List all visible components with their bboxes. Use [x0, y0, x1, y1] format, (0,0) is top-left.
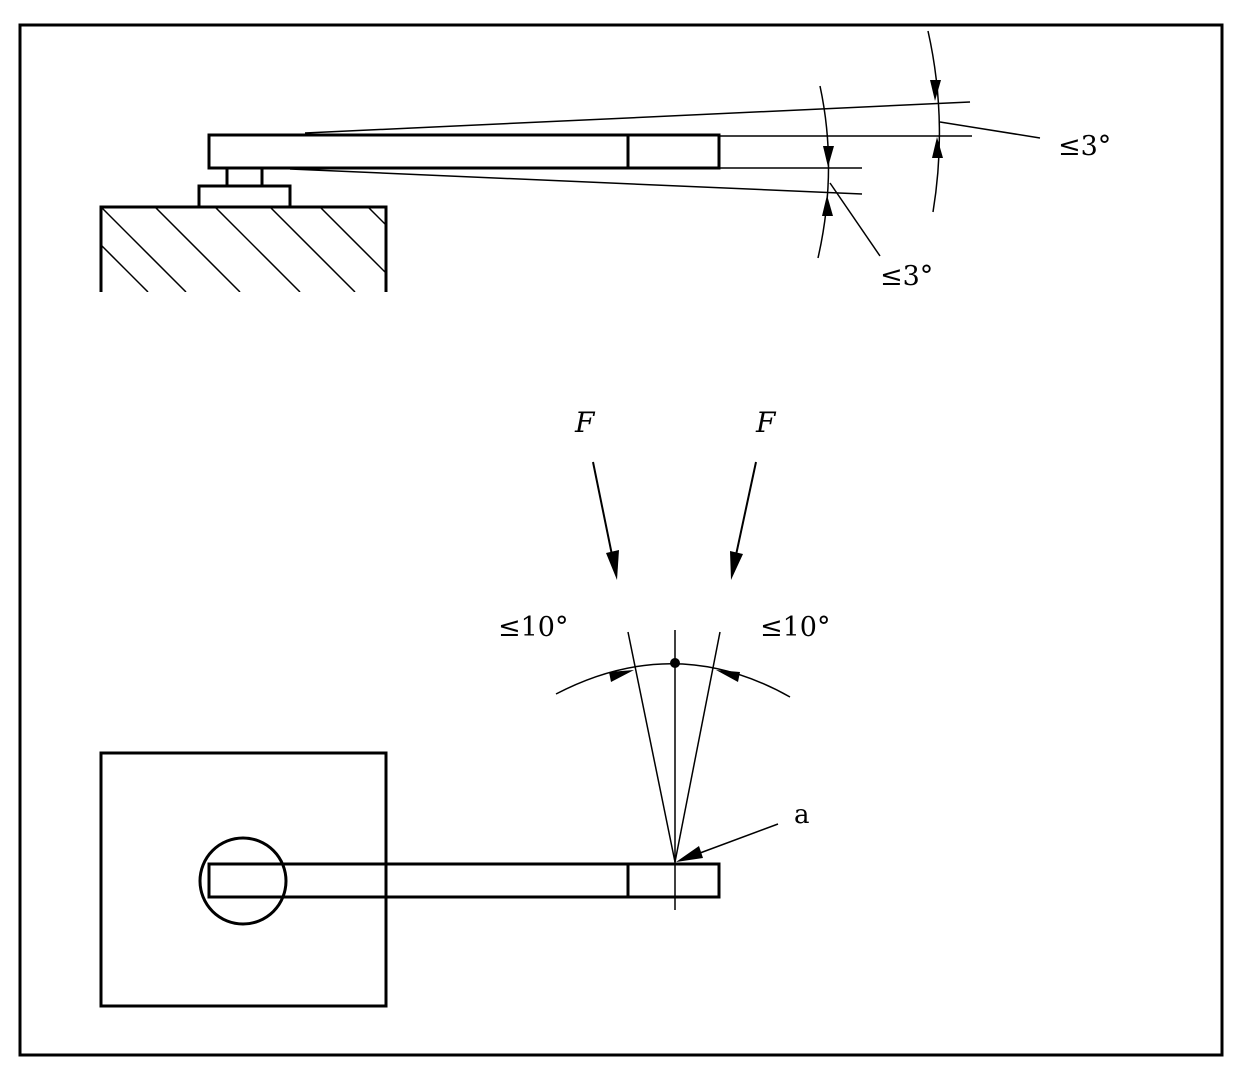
tilt-outer-label: ≤3° [1058, 131, 1111, 162]
point-a-label: a [794, 800, 810, 830]
force-left-label: F [574, 406, 596, 439]
base-hatching [101, 207, 386, 292]
support-plate [197, 184, 292, 209]
force-right-label: F [755, 406, 777, 439]
angle-right-label: ≤10° [760, 612, 830, 643]
angle-arc [555, 663, 791, 698]
lever-bar-side [207, 133, 721, 170]
angle-left-label: ≤10° [498, 612, 568, 643]
support-post [225, 166, 264, 188]
figure-frame [18, 23, 1224, 1057]
side-view: ≤3° ≤3° [99, 30, 1111, 292]
pivot-circle [198, 836, 288, 926]
tilt-inner-label: ≤3° [880, 261, 933, 292]
base-block [99, 205, 388, 292]
plan-view: F F ≤10° ≤10° a [99, 406, 830, 1008]
load-point-dot [670, 658, 680, 668]
lever-bar-plan [207, 862, 721, 899]
base-plate-plan [99, 751, 388, 1008]
